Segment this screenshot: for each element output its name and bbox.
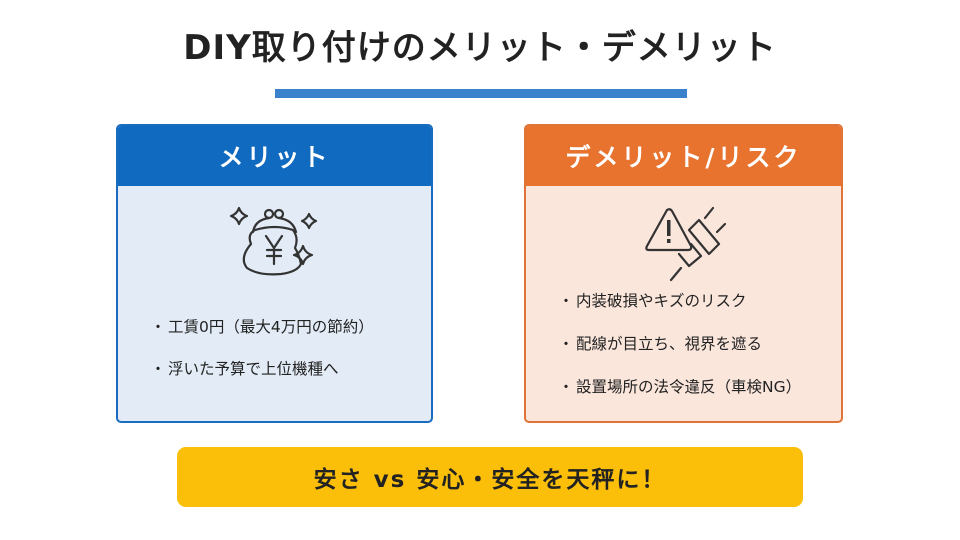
demerit-header: デメリット/リスク <box>526 126 841 186</box>
demerit-list: ・内装破損やキズのリスク ・配線が目立ち、視界を遮る ・設置場所の法令違反（車検… <box>556 290 841 419</box>
list-item: ・内装破損やキズのリスク <box>558 292 747 310</box>
demerit-card: デメリット/リスク ・内装破損やキズのリスク ・配線が目立ち、視界を遮る ・設置… <box>524 124 843 423</box>
list-item: ・配線が目立ち、視界を遮る <box>558 335 763 353</box>
list-item: ・浮いた予算で上位機種へ <box>150 360 339 378</box>
list-item: ・工賃0円（最大4万円の節約） <box>150 318 374 336</box>
merit-header: メリット <box>118 126 431 186</box>
title-underline <box>275 89 687 98</box>
warning-plug-icon <box>639 204 729 288</box>
merit-card: メリット ・工賃0円（最大4万円の節約） ・浮いた予算で上位機種へ <box>116 124 433 423</box>
merit-list: ・工賃0円（最大4万円の節約） ・浮いた予算で上位機種へ <box>148 316 431 400</box>
conclusion-banner: 安さ vs 安心・安全を天秤に！ <box>177 447 803 507</box>
coin-purse-yen-icon <box>225 200 325 284</box>
list-item: ・設置場所の法令違反（車検NG） <box>558 378 802 396</box>
page-title: DIY取り付けのメリット・デメリット <box>183 28 777 68</box>
